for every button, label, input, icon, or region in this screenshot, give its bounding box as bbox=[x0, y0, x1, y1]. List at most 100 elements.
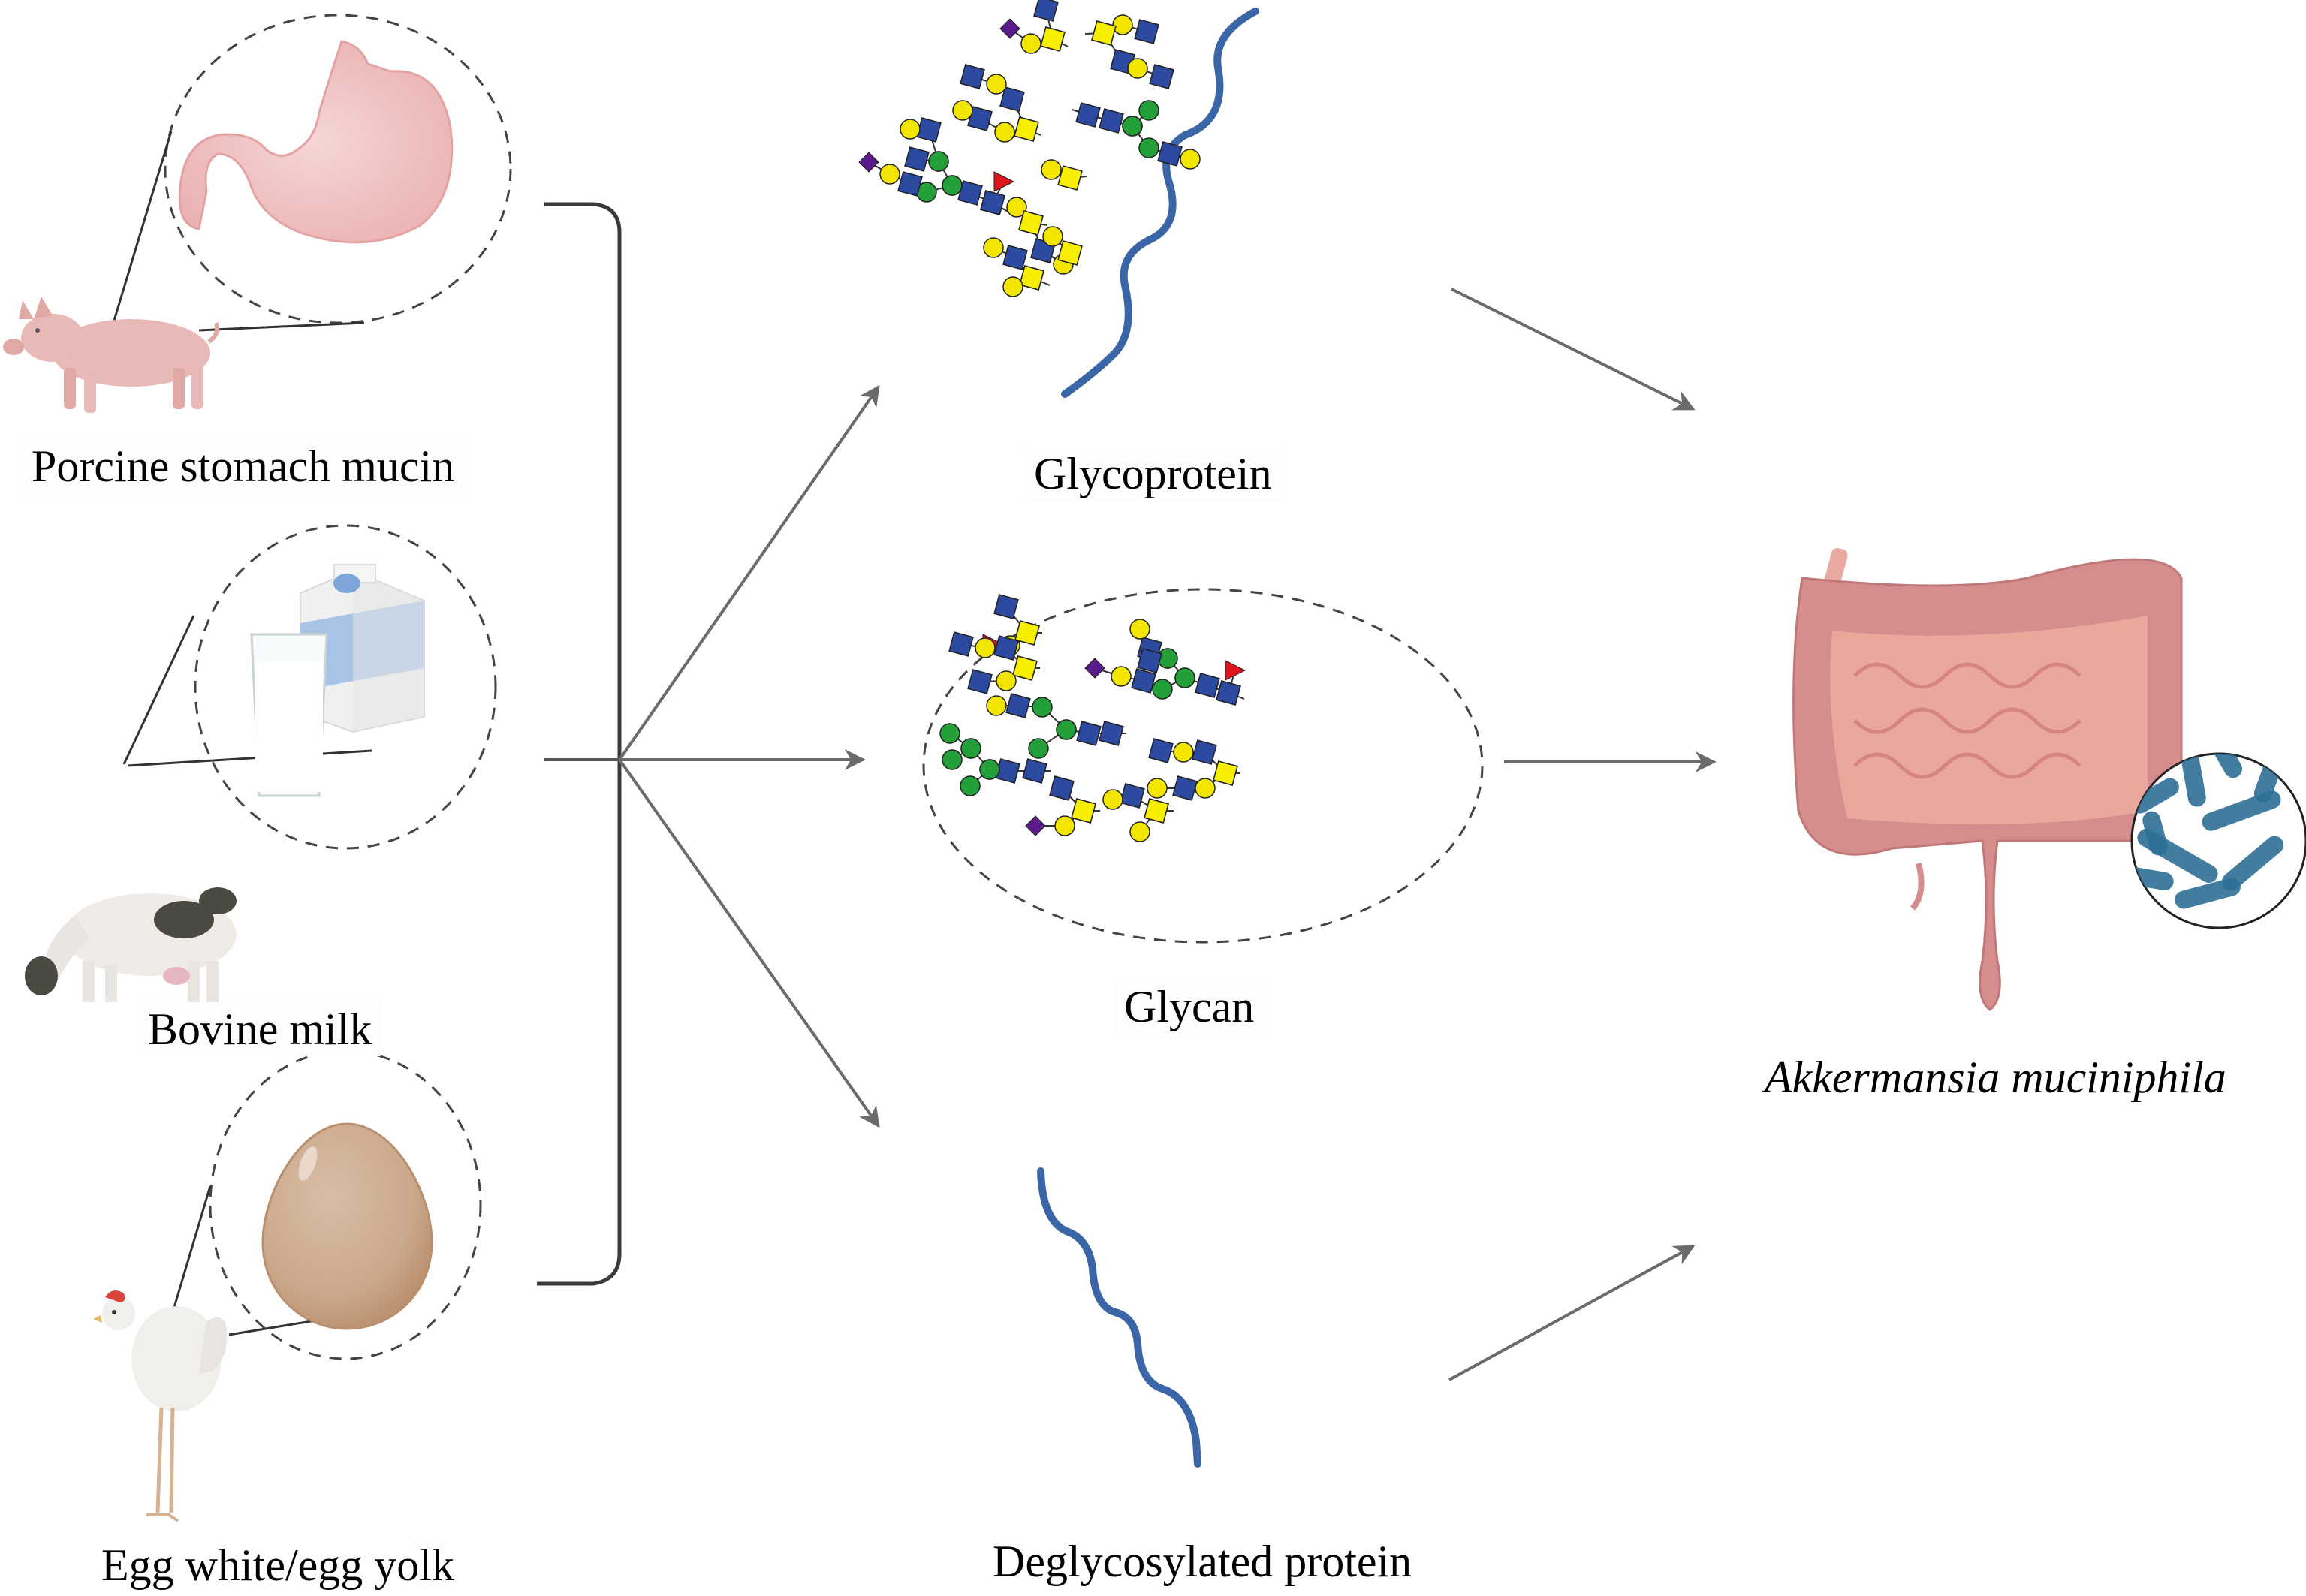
glycan-chains bbox=[858, 0, 1201, 297]
galactose-circle-icon bbox=[1054, 815, 1075, 836]
mannose-circle-icon bbox=[1174, 667, 1195, 688]
source-label-porcine: Porcine stomach mucin bbox=[23, 439, 464, 493]
milk-glass-icon bbox=[250, 633, 328, 797]
stomach-icon bbox=[178, 40, 454, 244]
mannose-circle-icon bbox=[942, 175, 963, 196]
bacterium-rod bbox=[2175, 878, 2241, 909]
target-label-akkermansia: Akkermansia muciniphila bbox=[1765, 1052, 2226, 1102]
bacteria-rods bbox=[2132, 754, 2284, 909]
glcnac-square-icon bbox=[1172, 775, 1198, 801]
mannose-circle-icon bbox=[1122, 116, 1143, 137]
fucose-triangle-icon bbox=[993, 171, 1015, 192]
glcnac-square-icon bbox=[1099, 721, 1124, 746]
galactose-circle-icon bbox=[1042, 226, 1063, 247]
glcnac-square-icon bbox=[1033, 0, 1059, 22]
bacterium-rod bbox=[2142, 811, 2168, 856]
galactose-circle-icon bbox=[1041, 159, 1062, 180]
glcnac-square-icon bbox=[993, 594, 1019, 619]
sialic-acid-diamond-icon bbox=[1084, 658, 1105, 679]
galactose-circle-icon bbox=[996, 670, 1017, 691]
cow-icon bbox=[25, 887, 237, 1002]
mannose-circle-icon bbox=[960, 738, 981, 759]
mannose-circle-icon bbox=[1138, 100, 1159, 121]
galactose-circle-icon bbox=[986, 74, 1007, 95]
galnac-square-icon bbox=[1144, 798, 1169, 824]
galnac-square-icon bbox=[1012, 655, 1038, 681]
stomach-zoom-circle bbox=[164, 14, 512, 324]
arrow-to-deglycosylated-protein bbox=[618, 758, 880, 1128]
glcnac-square-icon bbox=[1149, 64, 1174, 89]
galnac-square-icon bbox=[1014, 116, 1039, 142]
galactose-circle-icon bbox=[900, 119, 921, 140]
free-glycan-chains bbox=[939, 594, 1246, 842]
glcnac-square-icon bbox=[948, 631, 974, 657]
bacterium-rod bbox=[2203, 754, 2242, 778]
galactose-circle-icon bbox=[1102, 789, 1123, 810]
source-bracket bbox=[537, 202, 622, 1286]
fucose-triangle-icon bbox=[1225, 660, 1246, 681]
glcnac-square-icon bbox=[916, 117, 942, 143]
galnac-square-icon bbox=[1091, 20, 1117, 46]
galactose-circle-icon bbox=[994, 122, 1015, 143]
galactose-circle-icon bbox=[983, 237, 1004, 258]
egg-source-group bbox=[93, 1049, 482, 1522]
galactose-circle-icon bbox=[1173, 742, 1194, 763]
glcnac-square-icon bbox=[1192, 739, 1217, 765]
glycan-illustration bbox=[922, 588, 1484, 944]
galnac-square-icon bbox=[1040, 26, 1066, 52]
sialic-acid-diamond-icon bbox=[999, 18, 1020, 39]
galnac-square-icon bbox=[1014, 620, 1040, 646]
mannose-circle-icon bbox=[1028, 738, 1049, 759]
sialic-acid-diamond-icon bbox=[858, 152, 879, 173]
glcnac-square-icon bbox=[904, 146, 930, 172]
galactose-circle-icon bbox=[1002, 276, 1023, 297]
glcnac-square-icon bbox=[1005, 693, 1031, 718]
galactose-circle-icon bbox=[1147, 778, 1168, 799]
galactose-circle-icon bbox=[1127, 58, 1148, 79]
milk-zoom-circle bbox=[194, 524, 497, 850]
porcine-source-group bbox=[3, 14, 512, 413]
glcnac-square-icon bbox=[1002, 245, 1028, 270]
galactose-circle-icon bbox=[1195, 778, 1216, 799]
bacterium-rod bbox=[2132, 778, 2179, 814]
protein-backbone bbox=[1061, 8, 1259, 398]
mannose-circle-icon bbox=[1056, 719, 1077, 740]
intermediate-label-glycan: Glycan bbox=[1115, 980, 1264, 1034]
pig-icon bbox=[3, 297, 220, 413]
arrow-to-glycoprotein bbox=[618, 384, 880, 761]
source-label-egg: Egg white/egg yolk bbox=[101, 1540, 454, 1590]
galactose-circle-icon bbox=[1111, 666, 1132, 687]
galnac-square-icon bbox=[1071, 798, 1096, 824]
galnac-square-icon bbox=[1057, 165, 1083, 191]
galnac-square-icon bbox=[1057, 240, 1083, 266]
glycan-boundary bbox=[922, 588, 1484, 944]
zoom-connector-line bbox=[110, 131, 173, 331]
deglycosylated-protein-chain bbox=[1037, 1167, 1201, 1468]
galactose-circle-icon bbox=[1112, 14, 1133, 35]
galactose-circle-icon bbox=[1020, 33, 1041, 54]
zoom-connector-line bbox=[122, 615, 195, 765]
glcnac-square-icon bbox=[999, 86, 1025, 112]
mannose-circle-icon bbox=[939, 723, 960, 744]
glcnac-square-icon bbox=[1216, 680, 1241, 706]
intermediate-label-glycoprotein: Glycoprotein bbox=[1025, 447, 1281, 501]
milk-carton-icon bbox=[300, 564, 425, 733]
glcnac-square-icon bbox=[1137, 648, 1162, 673]
galactose-circle-icon bbox=[1129, 619, 1150, 640]
intestine-icon bbox=[1792, 547, 2183, 1011]
glcnac-square-icon bbox=[1022, 758, 1047, 784]
mannose-circle-icon bbox=[979, 759, 1000, 780]
galactose-circle-icon bbox=[879, 164, 900, 185]
galactose-circle-icon bbox=[1180, 149, 1201, 170]
mannose-circle-icon bbox=[928, 151, 949, 172]
egg-icon bbox=[261, 1122, 433, 1330]
mannose-circle-icon bbox=[1032, 697, 1053, 718]
mannose-circle-icon bbox=[1138, 137, 1159, 158]
glcnac-square-icon bbox=[1134, 19, 1159, 44]
zoom-connector-line bbox=[198, 321, 365, 332]
galnac-square-icon bbox=[1019, 265, 1044, 291]
galactose-circle-icon bbox=[975, 637, 996, 658]
glcnac-square-icon bbox=[1099, 108, 1124, 134]
mannose-circle-icon bbox=[942, 749, 963, 770]
galnac-square-icon bbox=[1018, 210, 1044, 236]
